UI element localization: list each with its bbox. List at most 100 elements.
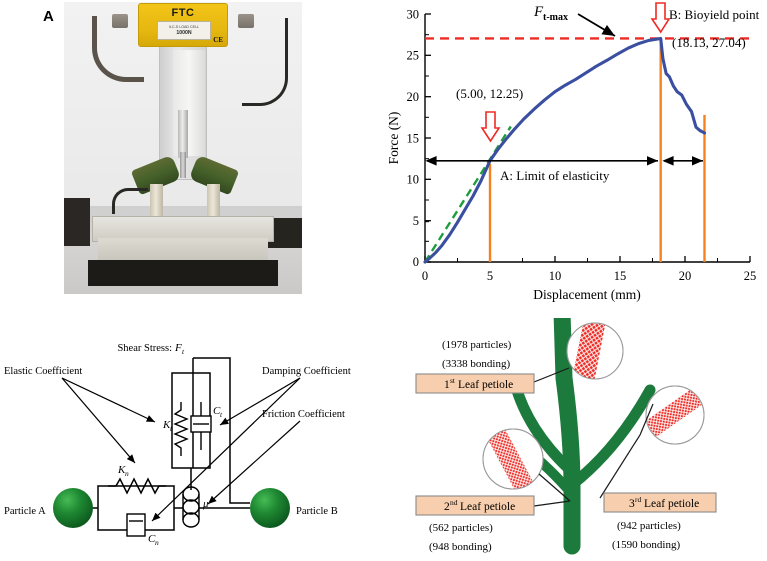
particle-b-sphere [250,488,290,528]
normal-branch-frame [90,485,250,531]
third-petiole-ordinal: 3 [629,498,635,510]
force-displacement-curve [423,36,707,264]
second-petiole-ordinal-suffix: nd [450,498,458,507]
particle-a-sphere [53,488,93,528]
leader-second-branch-left [538,473,571,502]
first-petiole-box [415,373,535,394]
x-tick-15: 15 [614,269,627,283]
inset-circle-first-petiole [566,322,624,380]
first-petiole-annotation: (1978 particles) (3338 bonding) 1 st Lea… [415,339,535,394]
petiole-branch-left-upper [509,378,574,474]
point-a-label: A: Limit of elasticity [500,168,610,183]
second-petiole-label: Leaf petiole [460,501,515,513]
panel-c: C Shear Stress: F t [0,318,390,561]
photo-cable-left [92,16,144,82]
point-a-coords: (5.00, 12.25) [456,86,523,101]
photo-probe-tip [180,152,186,178]
photo-connector-right [238,14,254,28]
point-b-coords: (18.13, 27.04) [672,35,746,50]
first-petiole-bonding: (3338 bonding) [442,358,510,370]
third-petiole-ordinal-suffix: rd [635,495,641,504]
chart-y-ticks: 0 5 10 15 20 25 30 [407,7,431,269]
third-petiole-label: Leaf petiole [644,498,699,510]
x-tick-0: 0 [422,269,428,283]
first-petiole-label: Leaf petiole [458,379,513,391]
third-petiole-particles: (942 particles) [617,520,681,532]
tangential-dashpot [190,402,212,450]
leader-second-box [533,500,571,507]
panel-b: B [382,0,767,318]
photo-connector-left [112,14,128,28]
tangential-spring [173,402,189,456]
ct-subscript: t [220,410,223,419]
petiole-leader-lines [533,367,654,507]
x-tick-5: 5 [487,269,493,283]
inset-circle-second-petiole [482,428,544,490]
photo-stage-upper [92,216,274,242]
second-petiole-ordinal: 2 [444,501,450,513]
inset-circle-third-petiole [645,385,705,445]
leader-first-petiole [533,367,570,383]
elastic-arrow-to-kt [61,377,156,423]
first-petiole-ordinal: 1 [444,379,450,391]
damping-arrow-to-cn [151,377,301,522]
ct-symbol: C [213,405,221,417]
normal-dashpot [126,513,146,537]
contact-model-schematic: Shear Stress: F t K t C [4,342,351,547]
photo-base-dark [88,260,278,286]
load-cell-spec-line2: 1000N [176,30,192,36]
photo-bench-dark-left [64,198,90,246]
mu-symbol: μ [202,498,209,510]
x-tick-20: 20 [679,269,692,283]
first-petiole-ordinal-suffix: st [450,376,456,385]
first-petiole-particles: (1978 particles) [442,339,512,351]
x-tick-25: 25 [744,269,757,283]
particle-b-label: Particle B [296,506,338,517]
y-tick-15: 15 [407,131,420,145]
texture-analyzer-photograph: FTC ILC-S LOAD CELL 1000N CE [64,2,302,294]
shear-stress-subscript: t [182,347,185,356]
petiole-bonding-schematic: (1978 particles) (3338 bonding) 1 st Lea… [415,303,717,555]
damping-coefficient-label: Damping Coefficient [262,366,351,377]
y-tick-5: 5 [413,214,419,228]
photo-stage-lower [98,238,268,264]
panel-a-letter: A [43,8,54,25]
friction-arrow-to-mu [207,420,301,505]
kt-subscript: t [170,424,173,433]
point-b-label: B: Bioyield point [669,7,760,22]
load-cell-spec-plate: ILC-S LOAD CELL 1000N [157,21,211,40]
leader-third-circle [639,403,654,436]
kn-symbol: K [117,464,126,476]
normal-spring [108,477,166,495]
point-b-arrow-icon [650,2,671,34]
elastic-tangent-line [423,125,512,263]
chart-axes [424,14,750,263]
ftmax-annotation: F t-max [533,4,616,37]
third-petiole-annotation: 3 rd Leaf petiole (942 particles) (1590 … [603,492,717,551]
shear-stress-title-text: Shear Stress: [117,343,172,354]
shear-stress-symbol: F [174,342,182,354]
second-petiole-bonding: (948 bonding) [429,541,492,553]
ftmax-subscript: t-max [543,12,568,23]
panel-d: D [382,303,767,561]
third-petiole-bonding: (1590 bonding) [612,539,680,551]
force-displacement-plot: 0 5 10 15 20 25 30 0 [386,2,760,302]
elastic-coefficient-label: Elastic Coefficient [4,366,82,377]
y-axis-title: Force (N) [386,112,401,165]
photo-probe-shaft [178,110,188,158]
kt-symbol: K [162,419,171,431]
particle-a-label: Particle A [4,506,46,517]
point-a-arrow-icon [480,111,501,143]
ce-mark-text: CE [213,36,223,44]
y-tick-20: 20 [407,90,420,104]
second-petiole-box [415,495,535,516]
cn-subscript: n [155,538,159,547]
plant-stem-group [509,303,656,555]
panel-a: A FTC ILC-S LOAD CELL 1000N CE [0,0,390,320]
petiole-branch-right [567,384,656,490]
friction-coefficient-label: Friction Coefficient [262,409,345,420]
y-tick-0: 0 [413,255,419,269]
photo-cable-lower [112,188,148,214]
ftmax-leader-arrow [577,13,616,37]
